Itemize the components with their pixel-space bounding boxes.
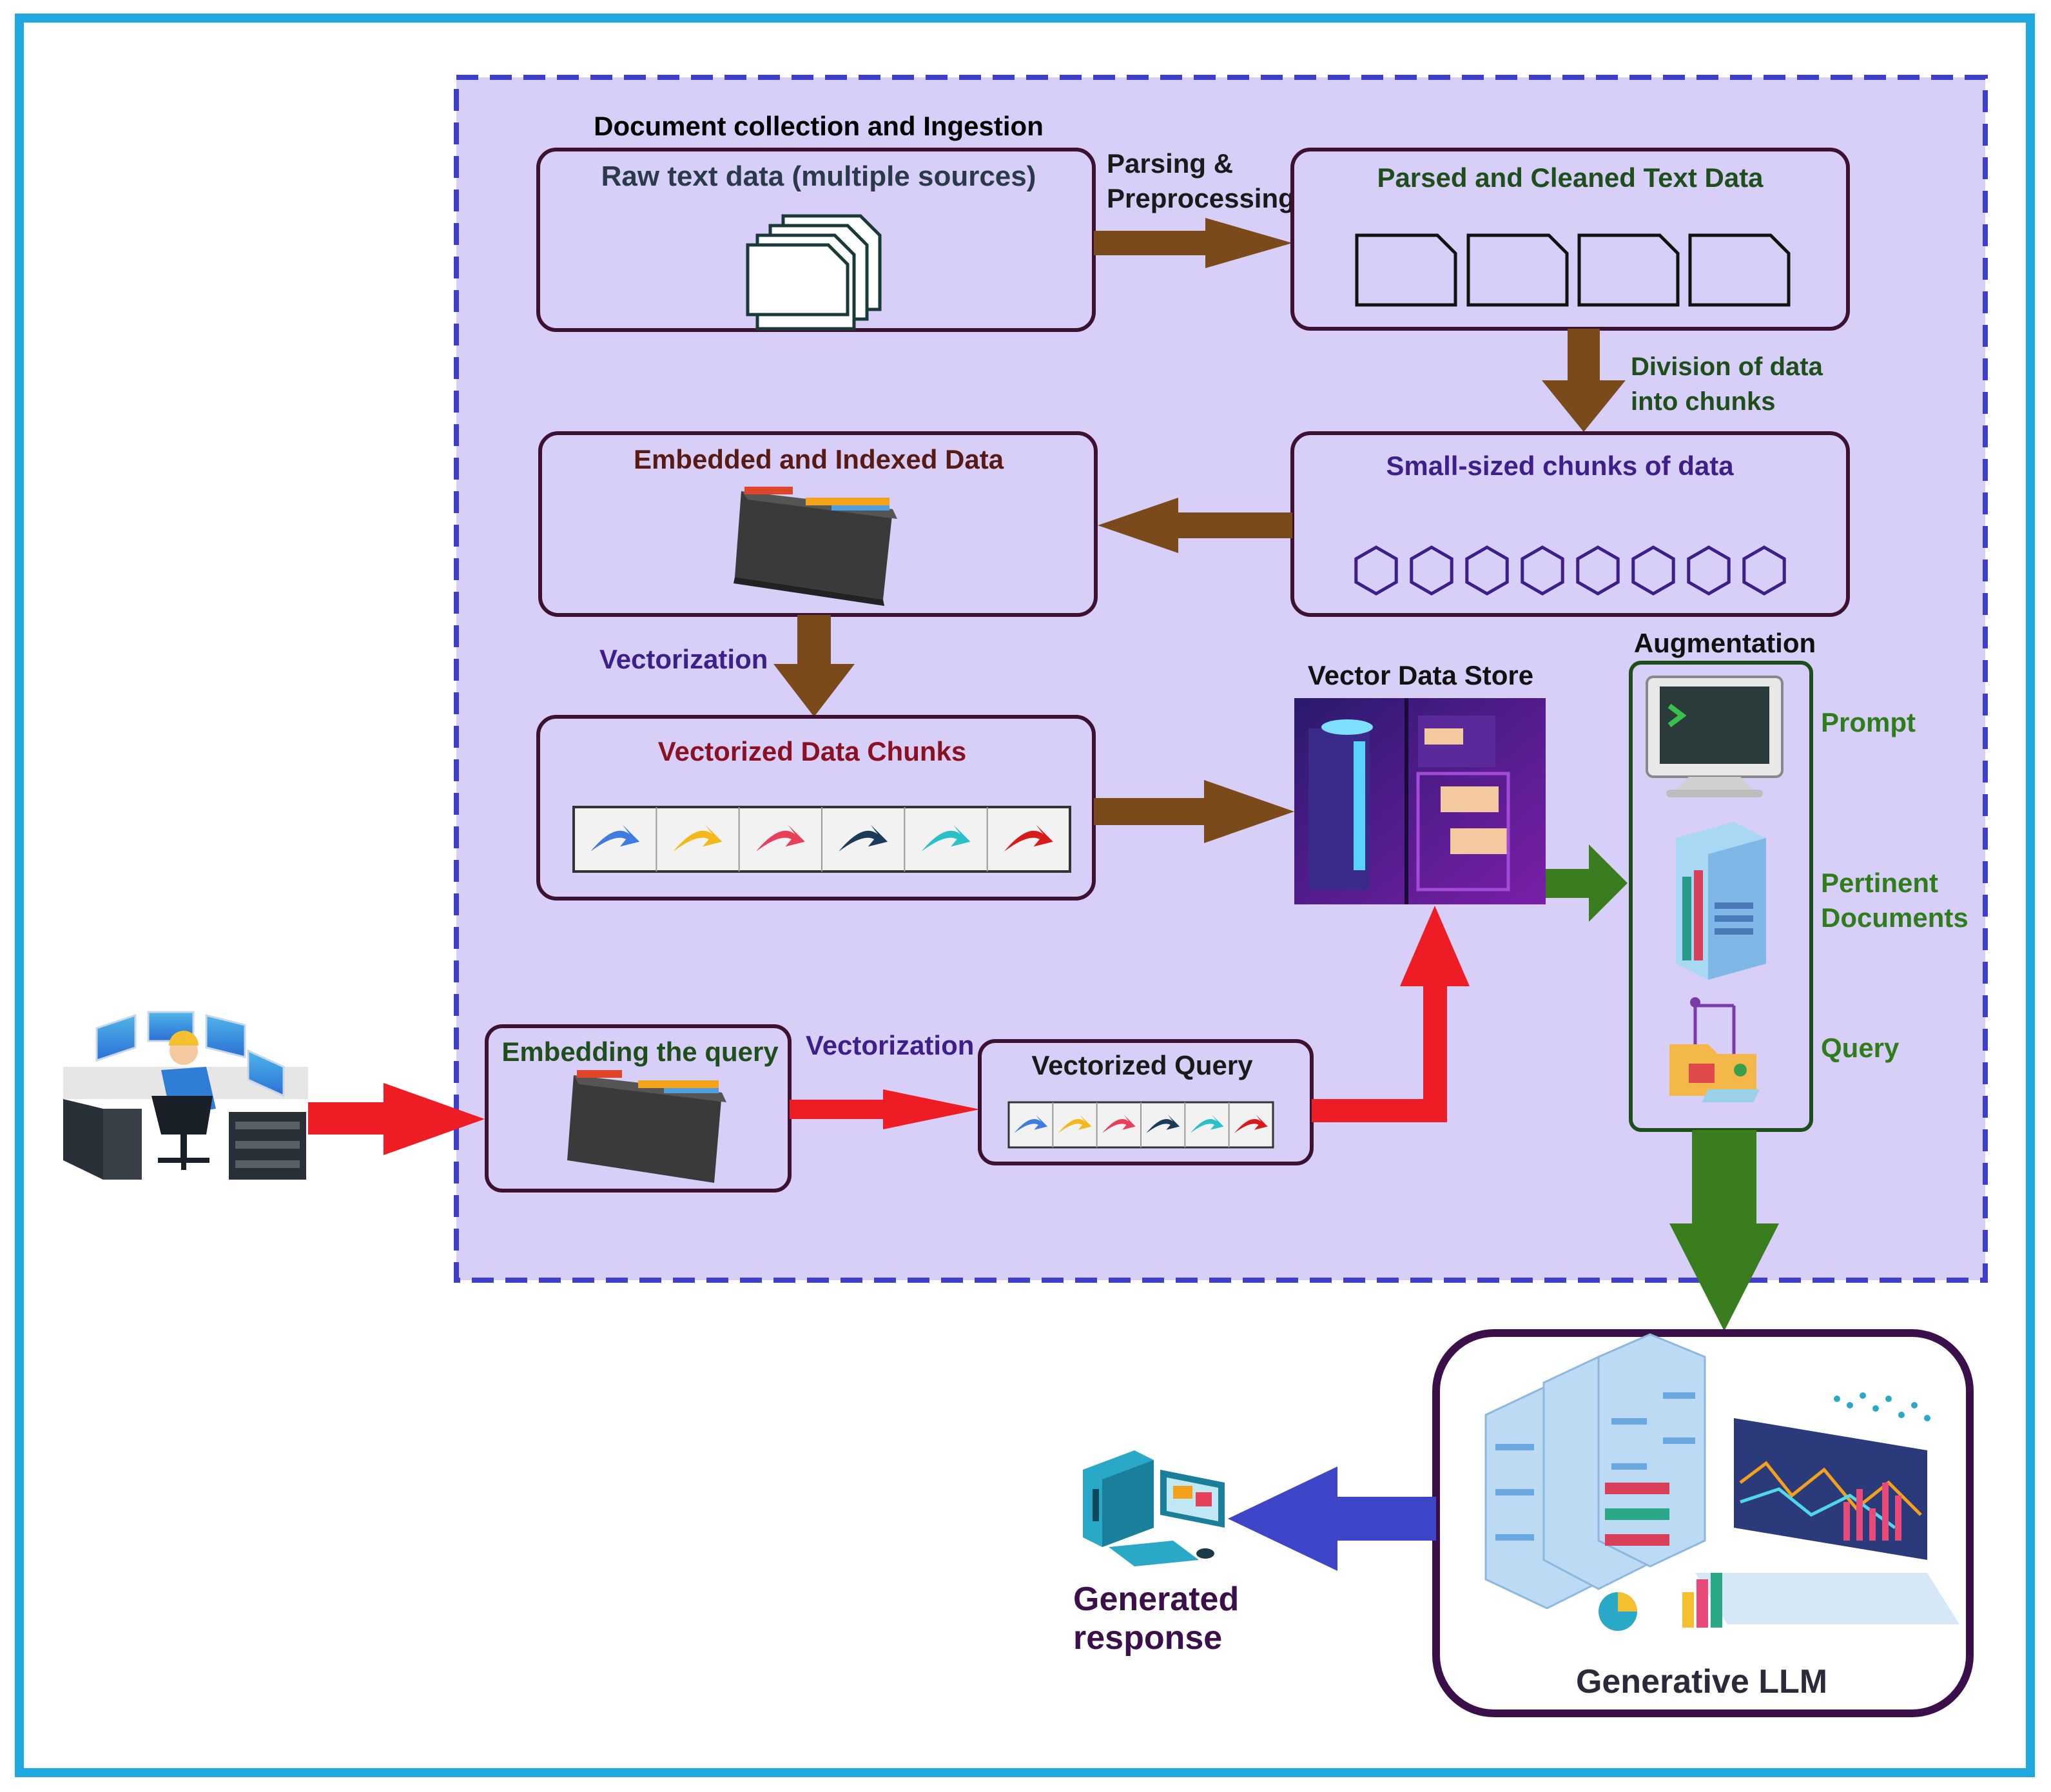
- query-indexed-folder-icon: [567, 1070, 726, 1183]
- query-folder-icon: [1669, 997, 1760, 1102]
- generative-llm-box: Generative LLM: [1432, 1329, 1974, 1717]
- indexed-folder-icon: [734, 487, 897, 606]
- vectorization-label-2: Vectorization: [806, 1030, 974, 1060]
- document-pages-icon: [1355, 233, 1791, 307]
- parsed-text-label: Parsed and Cleaned Text Data: [1377, 162, 1764, 193]
- llm-to-response-arrow: [1228, 1466, 1436, 1571]
- vector-arrow-icon: [1058, 1115, 1092, 1133]
- llm-label: Generative LLM: [1576, 1663, 1827, 1700]
- augmentation-to-llm-arrow: [1669, 1130, 1779, 1331]
- pertinent-label-line1: Pertinent: [1821, 868, 1938, 898]
- vector-data-store-image: [1294, 698, 1546, 904]
- division-label-line1: Division of data: [1631, 353, 1823, 381]
- response-label-line2: response: [1073, 1619, 1222, 1657]
- store-to-augmentation-arrow: [1546, 844, 1628, 922]
- parsing-arrow: [1094, 218, 1292, 268]
- vector-store-title: Vector Data Store: [1308, 660, 1533, 690]
- hexagon-chunks-icon: [1354, 545, 1786, 596]
- embedding-to-vectorized-query-arrow: [790, 1089, 980, 1129]
- vectorized-chunks-label: Vectorized Data Chunks: [658, 736, 966, 766]
- vectorization-arrow: [773, 615, 855, 717]
- vector-arrow-icon: [1014, 1115, 1048, 1133]
- ingestion-title: Document collection and Ingestion: [594, 111, 1044, 141]
- small-chunks-label: Small-sized chunks of data: [1386, 451, 1734, 481]
- embedding-query-box: Embedding the query: [485, 1024, 792, 1193]
- parsing-label-line1: Parsing &: [1107, 148, 1233, 179]
- chunk-hexagon: [1410, 545, 1453, 596]
- user-to-embedding-arrow: [308, 1083, 485, 1155]
- chunk-hexagon: [1742, 545, 1786, 596]
- query-vector-arrows-icons: [1014, 1102, 1268, 1147]
- division-arrow: [1542, 329, 1626, 432]
- small-chunks-box: Small-sized chunks of data: [1290, 431, 1850, 617]
- chunk-hexagon: [1354, 545, 1398, 596]
- chunk-hexagon: [1631, 545, 1675, 596]
- chunks-to-store-arrow: [1094, 780, 1294, 843]
- llm-servers-illustration: [1484, 1333, 1959, 1631]
- query-to-store-arrow: [1312, 906, 1470, 1122]
- vector-arrow-icon: [755, 824, 805, 852]
- response-computer-icon: [1083, 1450, 1225, 1566]
- vector-arrow-icon: [590, 824, 640, 852]
- prompt-monitor-icon: [1646, 676, 1784, 797]
- vectorized-chunks-box: Vectorized Data Chunks: [536, 715, 1096, 901]
- pertinent-documents-icon: [1676, 822, 1766, 980]
- vector-arrow-icon: [1146, 1115, 1180, 1133]
- raw-text-label: Raw text data (multiple sources): [601, 161, 1036, 192]
- parsing-label-line2: Preprocessing: [1107, 183, 1295, 213]
- parsed-text-box: Parsed and Cleaned Text Data: [1290, 148, 1850, 331]
- prompt-label: Prompt: [1821, 707, 1916, 737]
- pertinent-label-line2: Documents: [1821, 902, 1968, 933]
- user-workstation-icon: [63, 1011, 308, 1180]
- chunks-to-embedded-arrow: [1098, 498, 1292, 553]
- chunk-hexagon: [1576, 545, 1620, 596]
- chunk-hexagon: [1687, 545, 1731, 596]
- division-label-line2: into chunks: [1631, 387, 1775, 416]
- embedding-query-label: Embedding the query: [501, 1037, 779, 1067]
- vectorized-query-box: Vectorized Query: [978, 1039, 1314, 1165]
- vector-arrow-icon: [1004, 824, 1053, 852]
- vector-arrow-icon: [1102, 1115, 1136, 1133]
- chunk-hexagon: [1521, 545, 1564, 596]
- vector-arrow-icon: [1234, 1115, 1268, 1133]
- embedded-indexed-box: Embedded and Indexed Data: [538, 431, 1098, 617]
- vectorization-label-1: Vectorization: [599, 644, 768, 674]
- stacked-documents-icon: [746, 214, 882, 331]
- vector-arrows-icons: [590, 807, 1053, 872]
- chunk-hexagon: [1465, 545, 1509, 596]
- vector-arrow-icon: [673, 824, 723, 852]
- vector-arrow-icon: [921, 824, 971, 852]
- vector-arrow-icon: [1190, 1115, 1224, 1133]
- vectorized-query-label: Vectorized Query: [1031, 1050, 1253, 1080]
- raw-text-box: Raw text data (multiple sources): [536, 148, 1096, 332]
- query-label: Query: [1821, 1033, 1900, 1063]
- response-label-line1: Generated: [1073, 1581, 1239, 1618]
- augmentation-title: Augmentation: [1634, 628, 1816, 658]
- vector-arrow-icon: [839, 824, 888, 852]
- embedded-indexed-label: Embedded and Indexed Data: [634, 444, 1004, 474]
